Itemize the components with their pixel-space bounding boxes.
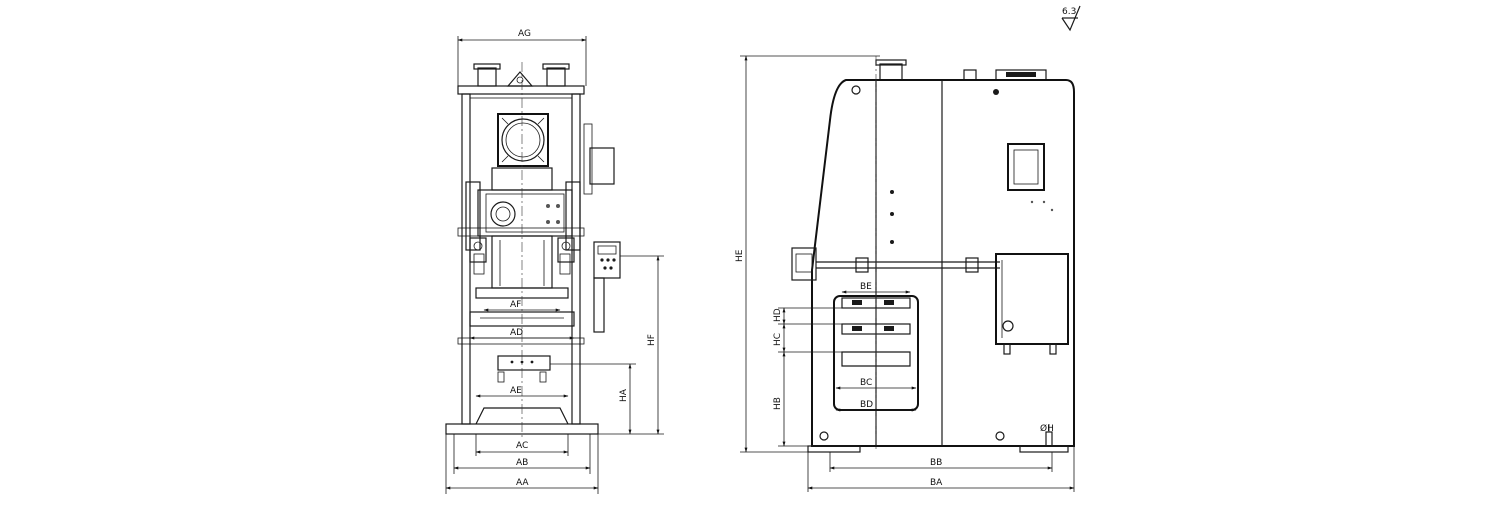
side-body-outline (811, 79, 1075, 447)
dim-hd: HD (773, 307, 842, 325)
slide-block (465, 167, 581, 251)
dim-ac: AC (475, 434, 569, 456)
dim-hole: ØH (1040, 423, 1054, 434)
control-pendant (593, 241, 621, 333)
top-cylinders (473, 63, 570, 87)
front-view: AG AF AD AE AC AB (445, 29, 664, 494)
dim-ba-label: BA (930, 478, 943, 488)
surface-finish-symbol: 6.3 (1061, 5, 1081, 32)
dim-aa-label: AA (516, 478, 529, 488)
side-top-fittings (875, 59, 1047, 81)
dim-hc-label: HC (773, 333, 783, 346)
dim-ae-label: AE (510, 386, 522, 396)
dim-aa: AA (445, 440, 599, 494)
dim-ha: HA (550, 363, 636, 435)
surface-finish-value: 6.3 (1062, 7, 1076, 17)
dim-bd-label: BD (860, 400, 873, 410)
dim-he-label: HE (735, 249, 745, 262)
dim-ad: AD (469, 328, 575, 340)
dim-be: BE (841, 282, 911, 294)
dim-bc-label: BC (860, 378, 872, 388)
dim-bc: BC (835, 378, 917, 390)
dim-hc: HC (773, 323, 842, 353)
side-view: HE BE HD HC HB BC (735, 55, 1075, 492)
side-window (1007, 143, 1045, 191)
dim-hb: HB (773, 351, 808, 447)
dim-ag-label: AG (518, 29, 531, 39)
press-frame (457, 85, 585, 425)
dim-ab-label: AB (516, 458, 528, 468)
dim-ae: AE (475, 386, 569, 398)
dim-he: HE (735, 55, 880, 453)
dim-bb-label: BB (930, 458, 942, 468)
dim-ab: AB (453, 434, 591, 474)
dim-hb-label: HB (773, 397, 783, 410)
dim-bd: BD (835, 400, 917, 412)
dim-af: AF (483, 300, 561, 312)
side-base-feet (807, 431, 1069, 453)
dim-ba: BA (807, 446, 1075, 492)
dim-ag: AG (457, 29, 587, 86)
dim-ad-label: AD (510, 328, 523, 338)
dim-hd-label: HD (773, 308, 783, 322)
dim-af-label: AF (510, 300, 521, 310)
dim-ac-label: AC (516, 441, 528, 451)
electrical-cabinet (995, 253, 1069, 355)
dim-ha-label: HA (619, 388, 629, 402)
dim-hf-label: HF (647, 334, 657, 346)
dim-hf: HF (598, 255, 664, 435)
motor-flange (497, 113, 549, 167)
dim-hole-label: ØH (1040, 423, 1054, 434)
dim-bb: BB (829, 452, 1053, 472)
side-pendant-arm (791, 247, 1000, 281)
dim-be-label: BE (860, 282, 872, 292)
side-motor-box (583, 123, 615, 195)
